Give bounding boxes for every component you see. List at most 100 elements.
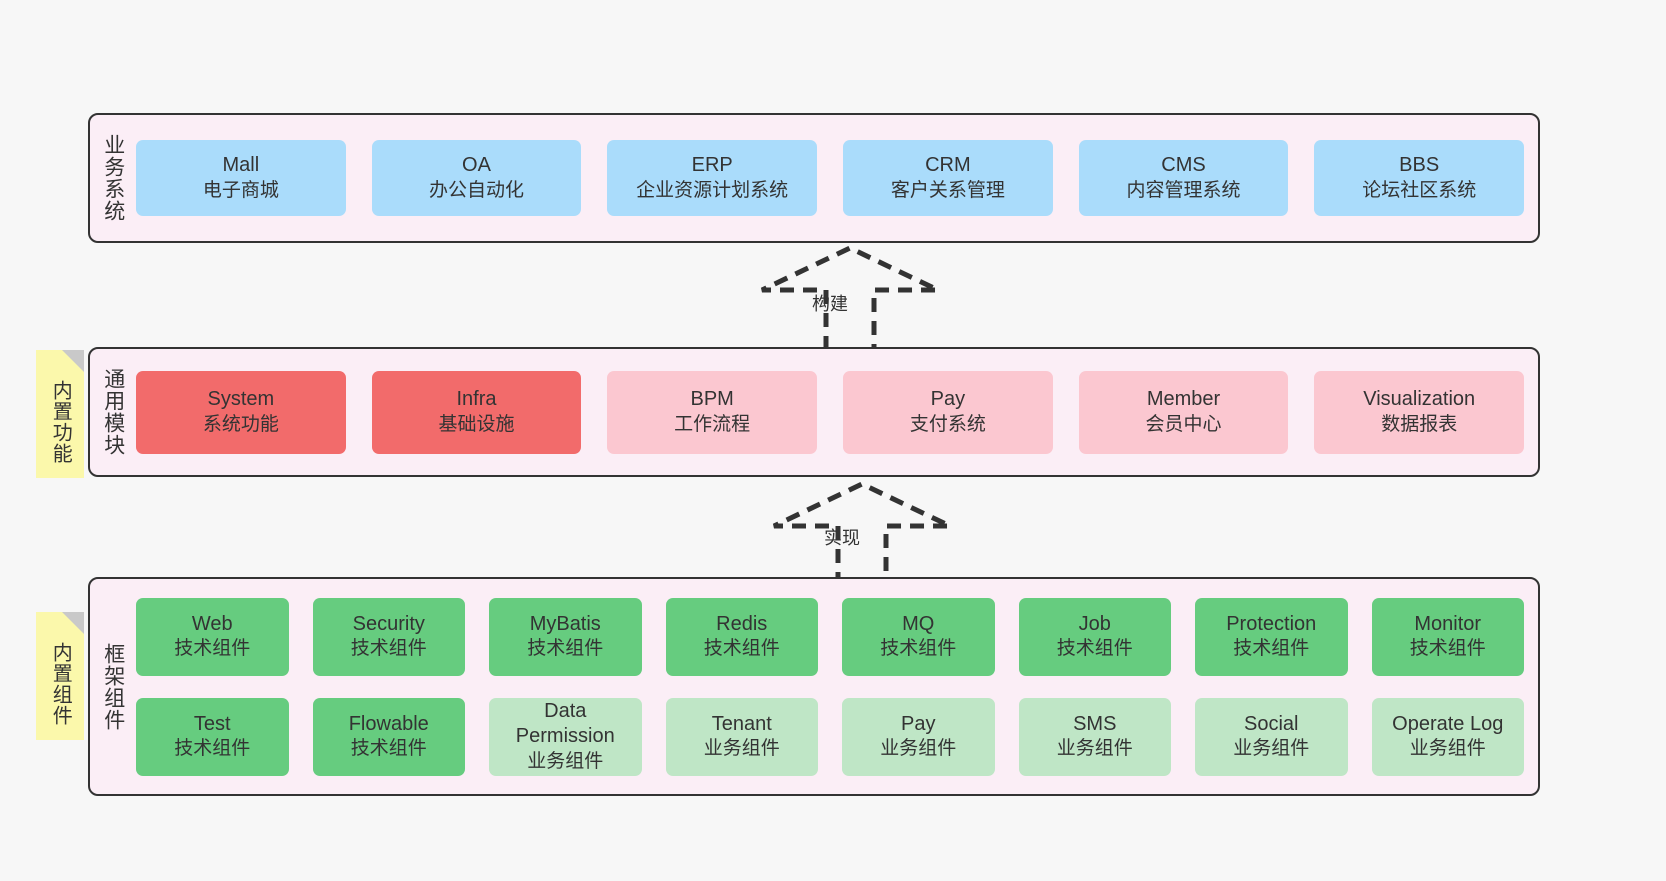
card-title-cn: 客户关系管理 (890, 179, 1005, 201)
card-title-en: Pay (930, 388, 966, 411)
card-bpm[interactable]: BPM 工作流程 (607, 370, 818, 454)
card-title-cn: 电子商城 (202, 179, 279, 201)
sticky-note-builtin-components: 内置组件 (36, 612, 84, 740)
card-title-cn: 企业资源计划系统 (636, 179, 789, 201)
layer-common-modules: 通用模块 System 系统功能 Infra 基础设施 BPM 工作流程 Pay (88, 347, 1540, 477)
card-title-cn: 论坛社区系统 (1362, 179, 1477, 201)
card-infra[interactable]: Infra 基础设施 (371, 370, 582, 454)
layer-title-business: 业务系统 (101, 134, 125, 222)
card-title-en: Redis (716, 612, 768, 635)
layer-title-modules: 通用模块 (101, 368, 125, 456)
card-bbs[interactable]: BBS 论坛社区系统 (1314, 140, 1525, 216)
card-title-en: BPM (690, 388, 734, 411)
card-title-en: CMS (1161, 154, 1206, 177)
layer-body-business: Mall 电子商城 OA 办公自动化 ERP 企业资源计划系统 CRM 客户关系… (136, 115, 1538, 241)
card-title-en: Flowable (348, 712, 429, 735)
card-mall[interactable]: Mall 电子商城 (136, 140, 346, 216)
arrow-implement-label: 实现 (824, 528, 860, 548)
card-title-cn: 业务组件 (880, 738, 957, 760)
card-data-permission[interactable]: Data Permission 业务组件 (489, 697, 642, 776)
card-title-en: Monitor (1414, 612, 1482, 635)
card-title-cn: 工作流程 (674, 413, 751, 435)
card-web[interactable]: Web 技术组件 (136, 597, 289, 676)
card-title-en: Member (1146, 388, 1221, 411)
card-title-en: Web (191, 612, 233, 635)
card-flowable[interactable]: Flowable 技术组件 (312, 697, 465, 776)
card-monitor[interactable]: Monitor 技术组件 (1371, 597, 1524, 676)
card-title-cn: 技术组件 (350, 738, 427, 760)
card-title-en: Pay (901, 712, 936, 735)
card-protection[interactable]: Protection 技术组件 (1195, 597, 1348, 676)
card-sms[interactable]: SMS 业务组件 (1018, 697, 1171, 776)
card-test[interactable]: Test 技术组件 (136, 697, 289, 776)
layer-framework-components: 框架组件 Web 技术组件 Security 技术组件 MyBatis 技术组件… (88, 577, 1540, 796)
card-title-cn: 技术组件 (350, 638, 427, 660)
card-title-cn: 会员中心 (1145, 413, 1222, 435)
card-title-en: Protection (1226, 612, 1317, 635)
card-title-cn: 支付系统 (909, 413, 986, 435)
card-title-en: BBS (1399, 154, 1440, 177)
card-title-cn: 业务组件 (1056, 738, 1133, 760)
card-pay-component[interactable]: Pay 业务组件 (842, 697, 995, 776)
card-title-en: OA (462, 154, 491, 177)
card-operate-log[interactable]: Operate Log 业务组件 (1371, 697, 1524, 776)
card-mq[interactable]: MQ 技术组件 (842, 597, 995, 676)
card-row-technical: Web 技术组件 Security 技术组件 MyBatis 技术组件 Redi… (136, 597, 1524, 676)
card-security[interactable]: Security 技术组件 (312, 597, 465, 676)
card-title-cn: 业务组件 (703, 738, 780, 760)
card-oa[interactable]: OA 办公自动化 (371, 140, 582, 216)
card-title-en: Test (193, 712, 231, 735)
card-title-cn: 系统功能 (202, 413, 279, 435)
card-tenant[interactable]: Tenant 业务组件 (665, 697, 818, 776)
card-title-cn: 技术组件 (174, 638, 251, 660)
layer-business-systems: 业务系统 Mall 电子商城 OA 办公自动化 ERP 企业资源计划系统 CRM (88, 113, 1540, 243)
card-title-cn: 办公自动化 (429, 179, 525, 201)
card-title-en: Data Permission (515, 699, 615, 748)
card-title-cn: 技术组件 (703, 638, 780, 660)
card-title-cn: 业务组件 (1233, 738, 1310, 760)
card-title-en: MyBatis (529, 612, 601, 635)
layer-body-framework: Web 技术组件 Security 技术组件 MyBatis 技术组件 Redi… (136, 579, 1538, 794)
card-title-en: Security (352, 612, 425, 635)
arrow-build-icon (760, 245, 940, 350)
card-member[interactable]: Member 会员中心 (1078, 370, 1289, 454)
card-title-en: Job (1078, 612, 1111, 635)
card-title-en: Operate Log (1392, 712, 1504, 735)
arrow-build (740, 245, 960, 350)
card-row: System 系统功能 Infra 基础设施 BPM 工作流程 Pay 支付系统… (136, 370, 1525, 454)
card-title-en: Mall (222, 154, 260, 177)
fold-corner-icon (62, 612, 84, 634)
card-title-cn: 技术组件 (174, 738, 251, 760)
card-title-en: Social (1244, 712, 1299, 735)
card-title-en: ERP (691, 154, 733, 177)
card-title-en: Infra (456, 388, 497, 411)
arrow-implement-icon (772, 481, 952, 586)
card-system[interactable]: System 系统功能 (136, 370, 346, 454)
arrow-build-label: 构建 (812, 294, 848, 314)
card-title-cn: 基础设施 (438, 413, 515, 435)
card-job[interactable]: Job 技术组件 (1018, 597, 1171, 676)
layer-body-modules: System 系统功能 Infra 基础设施 BPM 工作流程 Pay 支付系统… (136, 349, 1538, 475)
card-title-en: SMS (1073, 712, 1117, 735)
card-title-cn: 技术组件 (880, 638, 957, 660)
card-title-en: System (207, 388, 275, 411)
card-erp[interactable]: ERP 企业资源计划系统 (607, 140, 818, 216)
card-mybatis[interactable]: MyBatis 技术组件 (489, 597, 642, 676)
card-title-cn: 业务组件 (527, 750, 604, 772)
card-social[interactable]: Social 业务组件 (1195, 697, 1348, 776)
card-crm[interactable]: CRM 客户关系管理 (843, 140, 1053, 216)
card-title-en: CRM (925, 154, 971, 177)
card-row: Mall 电子商城 OA 办公自动化 ERP 企业资源计划系统 CRM 客户关系… (136, 140, 1525, 216)
card-visualization[interactable]: Visualization 数据报表 (1314, 370, 1525, 454)
card-pay-module[interactable]: Pay 支付系统 (843, 370, 1053, 454)
card-title-cn: 数据报表 (1381, 413, 1458, 435)
card-title-cn: 内容管理系统 (1126, 179, 1241, 201)
sticky-label: 内置组件 (49, 642, 72, 726)
card-title-cn: 技术组件 (1056, 638, 1133, 660)
card-title-cn: 技术组件 (1409, 638, 1486, 660)
layer-title-framework: 框架组件 (101, 642, 125, 731)
card-row-business: Test 技术组件 Flowable 技术组件 Data Permission … (136, 697, 1524, 776)
card-cms[interactable]: CMS 内容管理系统 (1078, 140, 1289, 216)
card-redis[interactable]: Redis 技术组件 (665, 597, 818, 676)
